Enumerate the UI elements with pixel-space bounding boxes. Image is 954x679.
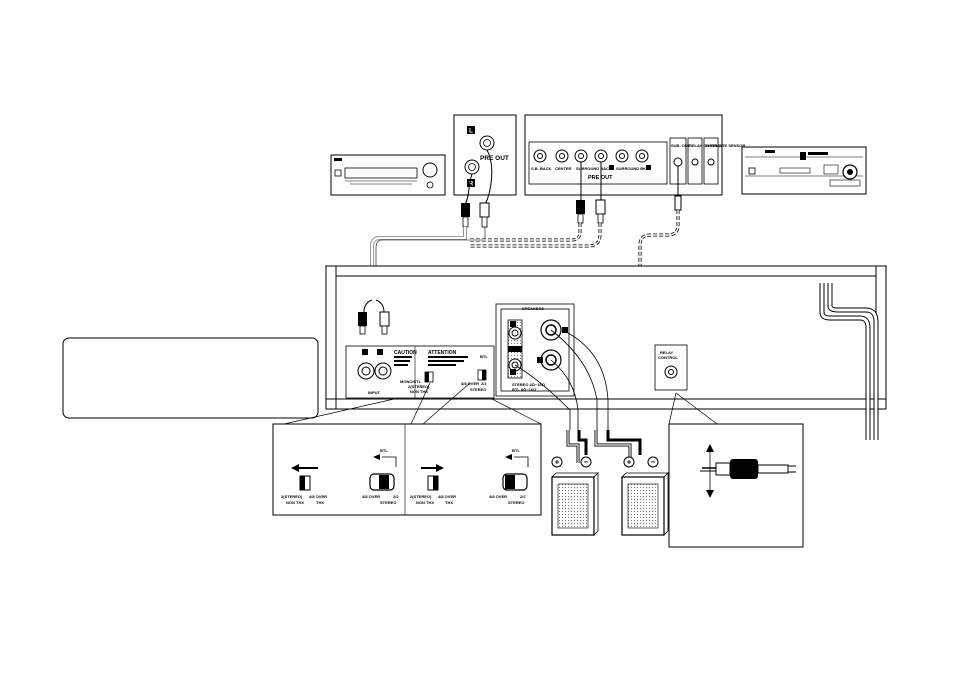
- note-box: [62, 337, 319, 419]
- pre-out-box: L PRE OUT R: [453, 114, 517, 196]
- detail-left-sw1-left-sub: NON THX: [286, 500, 304, 505]
- detail-right-sw2-sub: STEREO: [508, 500, 524, 505]
- amp-speaker-terminals: SPEAKERS STEREO 4Ω~16Ω BTL 8Ω~16Ω: [495, 303, 575, 397]
- detail-left-sw1-right-sub: THX: [316, 500, 324, 505]
- detail-left-sw1-left: 2(STEREO): [281, 494, 303, 499]
- stereo-ohm-note: STEREO 4Ω~16Ω: [512, 382, 546, 387]
- speakers-label: SPEAKERS: [522, 306, 544, 311]
- rca-plugs-pre-out: [461, 149, 493, 228]
- detail-right-sw1-left-sub: NON THX: [416, 500, 434, 505]
- relay-plug-detail: [668, 392, 804, 548]
- sub-out-label: SUB. OUT: [671, 143, 691, 148]
- mono-stl-label: MONO/STL: [400, 379, 422, 384]
- speaker-left-minus: −: [584, 458, 589, 467]
- av-receiver: [330, 154, 446, 196]
- detail-right-btl: BTL: [512, 448, 520, 453]
- detail-left-btl: BTL: [380, 448, 388, 453]
- switch-label-2-amp: 4/8 OVER: [461, 381, 479, 386]
- relay-label-line1: RELAY: [660, 350, 674, 355]
- switch-label-1-amp: 2(STEREO): [408, 384, 430, 389]
- switch-detail-panel: 2(STEREO) 4/8 OVER NON THX THX BTL 4/8 O…: [272, 382, 542, 516]
- input-label: INPUT: [368, 390, 381, 395]
- jack-label-center: CENTER: [555, 166, 572, 171]
- detail-left-sw2-sub: STEREO: [380, 500, 396, 505]
- jack-label-surround-bk: SURROUND BK: [616, 166, 646, 171]
- preamp-rear-panel: S.B. BACK CENTER SURROUND BACK SURROUND …: [524, 114, 745, 196]
- speaker-left-plus: +: [555, 458, 560, 467]
- ir-remote-label: IR REMOTE SENSOR: [705, 143, 745, 148]
- btl-label-amp: BTL: [480, 354, 488, 359]
- pre-out-jacks: [533, 149, 649, 163]
- cable-pre-out-to-input: [370, 227, 486, 300]
- detail-left-sw2-left: 4/8 OVER: [362, 494, 380, 499]
- speaker-left: + −: [551, 456, 599, 536]
- rca-plugs-amp-input: [358, 299, 390, 335]
- switch-detail-left: 2(STEREO) 4/8 OVER NON THX THX BTL 4/8 O…: [281, 448, 399, 505]
- pre-out-left-badge: L: [469, 129, 473, 135]
- switch-label-3-amp: 2/2: [481, 381, 487, 386]
- pre-out-title: PRE OUT: [480, 155, 509, 162]
- detail-right-sw2-right: 2/2: [520, 494, 526, 499]
- jack-label-sb-back: S.B. BACK: [531, 166, 552, 171]
- detail-left-sw2-right: 2/2: [393, 494, 399, 499]
- detail-right-sw1-right: 4/8 OVER: [438, 494, 456, 499]
- cable-preamp-dashed: [470, 223, 602, 248]
- speaker-wires: [514, 329, 642, 463]
- detail-right-sw1-left: 2(STEREO): [410, 494, 432, 499]
- power-cord: [819, 283, 879, 440]
- switch-detail-right: 2(STEREO) 4/8 OVER NON THX THX BTL 4/8 O…: [410, 448, 529, 505]
- detail-right-sw2-left: 4/8 OVER: [489, 494, 507, 499]
- switch-label-1b-amp: NON THX: [410, 389, 428, 394]
- speaker-right: + −: [621, 456, 669, 536]
- btl-ohm-note: BTL 8Ω~16Ω: [512, 387, 537, 392]
- amp-input-section: MONO/STL INPUT CAUTION ATTENTION BTL 2(S…: [345, 345, 495, 399]
- amp-relay-control: RELAY CONTROL: [654, 344, 688, 391]
- relay-label-line2: CONTROL: [658, 355, 678, 360]
- detail-right-sw1-right-sub: THX: [445, 500, 453, 505]
- detail-left-sw1-right: 4/8 OVER: [309, 494, 327, 499]
- relay-control-label-preamp: RELAY CONTROL: [689, 143, 724, 148]
- attention-title: ATTENTION: [428, 350, 457, 356]
- speaker-right-plus: +: [627, 458, 632, 467]
- right-device: [741, 146, 867, 195]
- switch-label-4-amp: STEREO: [470, 387, 486, 392]
- speaker-right-minus: −: [651, 458, 656, 467]
- jack-label-surround-back: SURROUND BACK: [576, 166, 612, 171]
- rca-plugs-preamp: [576, 162, 682, 224]
- caution-title: CAUTION: [394, 350, 417, 356]
- pre-out-right-badge: R: [469, 182, 474, 188]
